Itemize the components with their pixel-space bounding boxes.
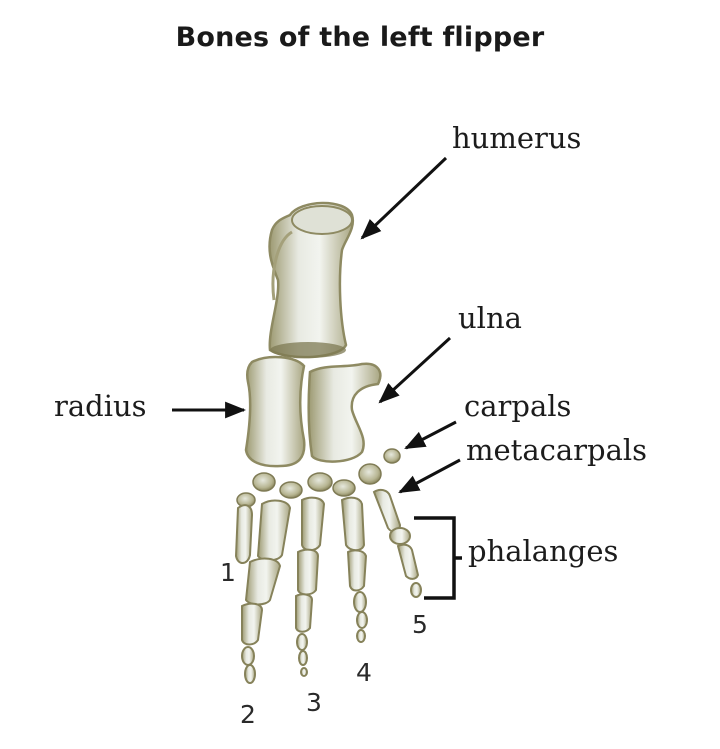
label-radius: radius <box>54 389 147 423</box>
digit-3-bones <box>295 496 326 677</box>
label-ulna: ulna <box>458 301 522 335</box>
ulna-arrow <box>378 336 452 404</box>
carpals-arrow <box>404 420 457 450</box>
carpal-bones <box>236 448 401 508</box>
digit-label-4: 4 <box>356 658 372 687</box>
digit-label-2: 2 <box>240 700 256 729</box>
phalanges-bracket <box>414 516 462 600</box>
digit-2-bones <box>241 499 292 684</box>
digit-1-bones <box>234 504 254 564</box>
diagram-title: Bones of the left flipper <box>175 22 545 53</box>
radius-bone <box>244 355 306 468</box>
humerus-bone <box>268 201 355 359</box>
label-metacarpals: metacarpals <box>466 433 648 467</box>
digit-label-5: 5 <box>412 610 428 639</box>
label-phalanges: phalanges <box>468 534 619 568</box>
digit-4-bones <box>340 496 368 643</box>
humerus-arrow <box>360 156 448 240</box>
label-humerus: humerus <box>452 121 582 155</box>
ulna-bone <box>307 362 382 463</box>
digit-5-bones <box>372 488 422 598</box>
digit-label-1: 1 <box>220 558 236 587</box>
metacarpals-arrow <box>398 458 461 494</box>
label-carpals: carpals <box>464 389 572 423</box>
digit-label-3: 3 <box>306 688 322 717</box>
